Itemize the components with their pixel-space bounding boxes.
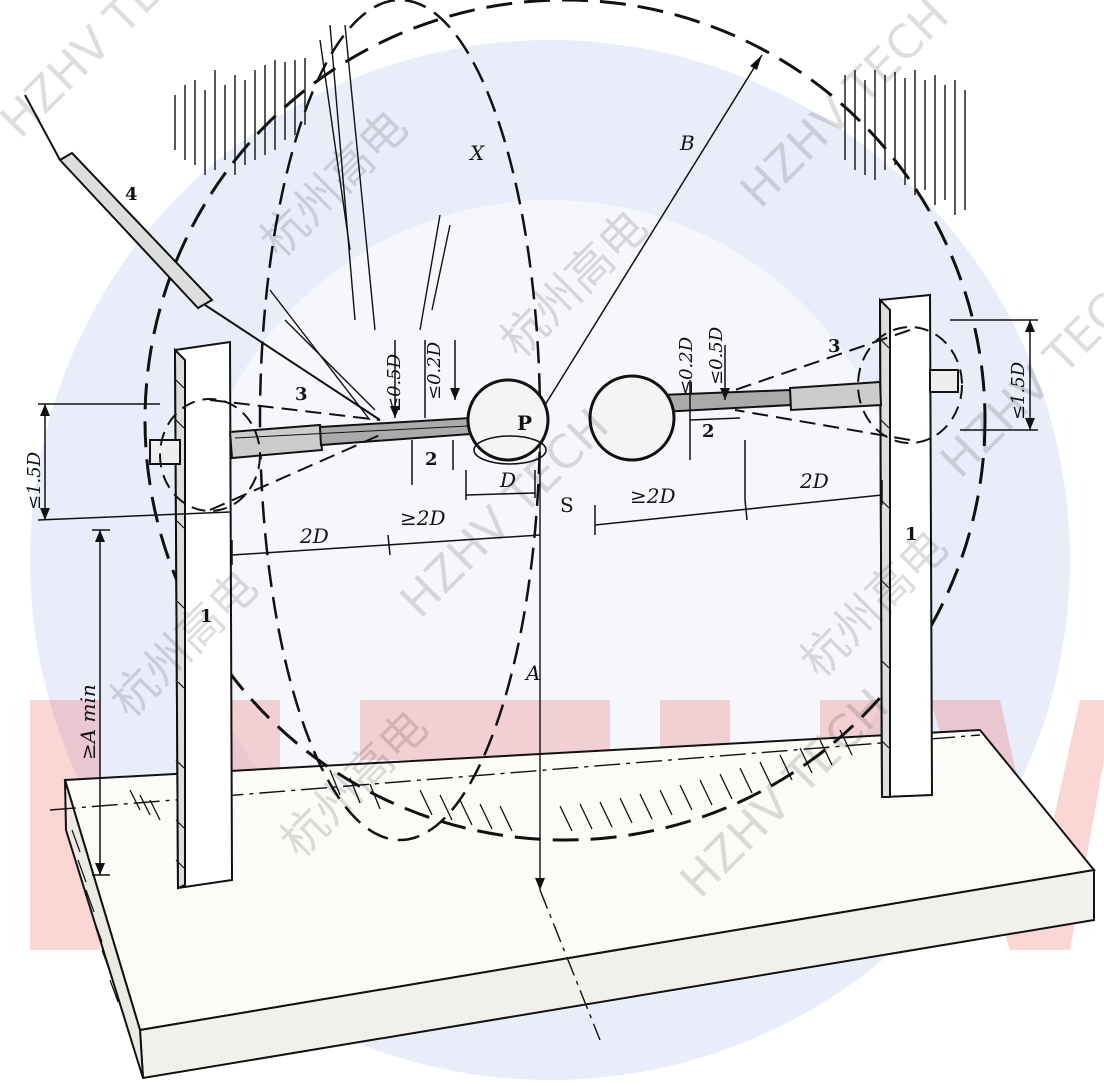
base-centre-line: [49, 734, 981, 811]
watermark-inner-disc: [190, 200, 910, 920]
right-end-ellipse: [857, 326, 963, 444]
base-board: [63, 728, 1096, 1080]
axis-a-arrow: [535, 878, 545, 890]
label-p: P: [517, 411, 532, 435]
diagram-labels: 4 3 3 2 2 1 1 P B X A D S ≥2D 2D ≥2D 2D …: [24, 131, 1029, 760]
base-board-hatching: [71, 829, 119, 1003]
high-voltage-lead: [24, 94, 381, 421]
right-sphere: [588, 374, 676, 462]
label-le-0-2d-right: ≤0.2D: [676, 336, 697, 395]
label-x: X: [468, 141, 485, 165]
clearance-circle: [143, 0, 987, 842]
label-part-1-right: 1: [905, 524, 918, 545]
label-ge-a-min: ≥A min: [76, 684, 100, 760]
label-a: A: [524, 661, 540, 685]
label-part-3-left: 3: [295, 384, 308, 405]
label-le-0-5d-left: ≤0.5D: [384, 353, 405, 412]
watermark-tech-1: HZHV TECH: [0, 0, 219, 148]
label-ge-2d-left: ≥2D: [400, 506, 446, 530]
field-cones: [209, 329, 911, 511]
right-electrode-shaft: [658, 369, 959, 414]
label-le-1-5d-left: ≤1.5D: [24, 451, 45, 510]
dimension-arrows: [40, 55, 1035, 875]
axis-a-extension: [539, 889, 601, 1041]
left-sphere-equator: [473, 435, 547, 465]
label-part-2-left: 2: [425, 449, 438, 470]
left-sphere-p: [466, 378, 550, 462]
floor-shadow-hatching: [129, 729, 853, 832]
label-d: D: [499, 468, 516, 492]
label-part-2-right: 2: [702, 421, 715, 442]
label-le-0-5d-right: ≤0.5D: [706, 326, 727, 385]
dimension-lines: [37, 54, 1038, 876]
label-ge-2d-right: ≥2D: [630, 484, 676, 508]
label-s: S: [560, 493, 574, 517]
label-b: B: [679, 131, 695, 155]
label-part-1-left: 1: [200, 606, 213, 627]
label-part-4: 4: [125, 184, 138, 205]
label-2d-left: 2D: [299, 524, 329, 548]
right-insulator-post: [878, 293, 934, 799]
left-insulator-post: [173, 340, 234, 890]
left-end-ellipse: [159, 398, 261, 512]
label-part-3-right: 3: [828, 336, 841, 357]
label-2d-right: 2D: [799, 469, 829, 493]
label-le-0-2d-left: ≤0.2D: [424, 341, 445, 400]
label-le-1-5d-right: ≤1.5D: [1008, 361, 1029, 420]
